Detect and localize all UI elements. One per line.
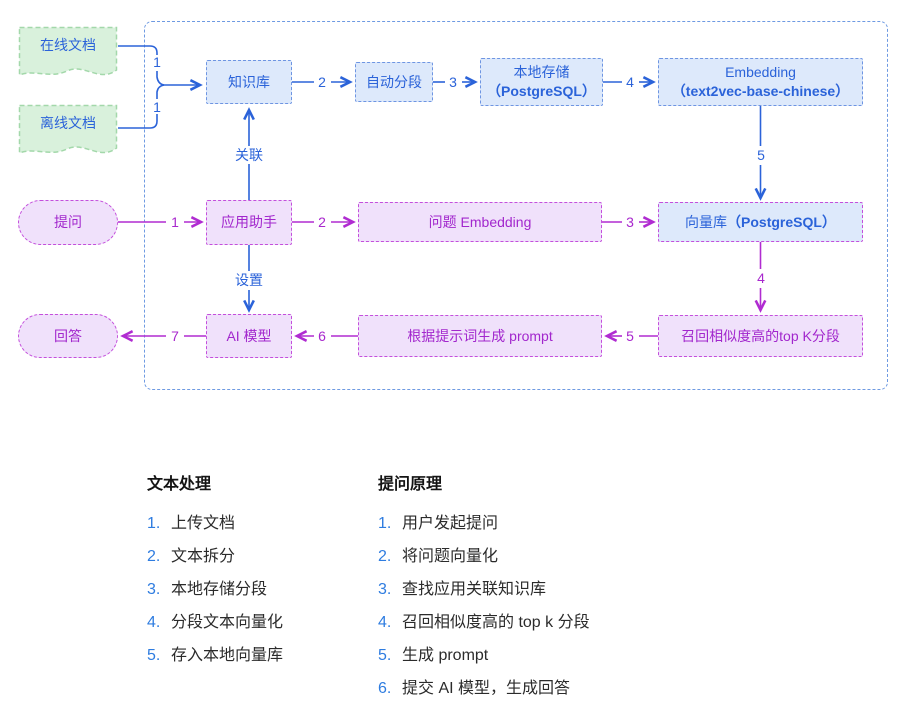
local-storage-node: 本地存储 （PostgreSQL） [480,58,603,106]
edge-label-q5: 5 [626,328,634,344]
list-item: 2. 文本拆分 [147,547,357,566]
document-shape-icon [18,26,118,77]
item-number: 4. [378,614,392,631]
offline-doc-node: 离线文档 [18,104,118,164]
list-item: 6. 提交 AI 模型，生成回答 [378,679,678,698]
text-processing-list: 文本处理 1. 上传文档 2. 文本拆分 3. 本地存储分段 4. 分段文本向量… [147,470,357,679]
edge-label-q6: 6 [318,328,326,344]
recall-topk-node: 召回相似度高的top K分段 [658,315,863,357]
auto-segment-node: 自动分段 [355,62,433,102]
embedding-line2: （text2vec-base-chinese） [671,83,850,99]
edge-label-q3: 3 [626,214,634,230]
item-text: 上传文档 [171,515,236,532]
local-storage-line1: 本地存储 [513,64,570,81]
edge-label-offline-1: 1 [153,99,161,115]
item-number: 3. [378,581,392,598]
online-doc-node: 在线文档 [18,26,118,86]
list-item: 4. 分段文本向量化 [147,613,357,632]
item-number: 4. [147,614,161,631]
item-text: 将问题向量化 [402,548,499,565]
knowledge-base-node: 知识库 [206,60,292,104]
question-principle-list: 提问原理 1. 用户发起提问 2. 将问题向量化 3. 查找应用关联知识库 4.… [378,470,678,712]
edge-label-q7: 7 [171,328,179,344]
item-text: 提交 AI 模型，生成回答 [402,680,571,697]
edge-label-4: 4 [626,74,634,90]
embedding-line1: Embedding [725,64,796,81]
vector-db-node: 向量库 （PostgreSQL） [658,202,863,242]
item-text: 生成 prompt [402,647,489,664]
list-item: 4. 召回相似度高的 top k 分段 [378,613,678,632]
document-shape-icon [18,104,118,155]
generate-prompt-node: 根据提示词生成 prompt [358,315,602,357]
local-storage-line2: （PostgreSQL） [487,83,596,99]
app-assistant-node: 应用助手 [206,200,292,245]
edge-label-q1: 1 [171,214,179,230]
item-number: 6. [378,680,392,697]
ai-model-node: AI 模型 [206,314,292,358]
list-item: 3. 查找应用关联知识库 [378,580,678,599]
list-item: 2. 将问题向量化 [378,547,678,566]
item-number: 5. [147,647,161,664]
edge-label-settings: 设置 [235,272,263,288]
embedding-model-node: Embedding （text2vec-base-chinese） [658,58,863,106]
flow-boundary-box [144,21,888,390]
item-text: 召回相似度高的 top k 分段 [402,614,590,631]
question-embedding-node: 问题 Embedding [358,202,602,242]
answer-node: 回答 [18,314,118,358]
item-number: 1. [378,515,392,532]
list-item: 1. 上传文档 [147,514,357,533]
edge-label-relation: 关联 [235,147,263,163]
question-principle-title: 提问原理 [378,476,443,493]
item-number: 2. [147,548,161,565]
offline-doc-label: 离线文档 [40,115,96,131]
question-node: 提问 [18,200,118,245]
list-item: 1. 用户发起提问 [378,514,678,533]
online-doc-label: 在线文档 [40,37,96,53]
text-processing-title: 文本处理 [147,476,212,493]
item-text: 查找应用关联知识库 [402,581,547,598]
item-number: 5. [378,647,392,664]
item-text: 存入本地向量库 [171,647,284,664]
edge-label-online-1: 1 [153,54,161,70]
item-text: 用户发起提问 [402,515,499,532]
edge-label-2: 2 [318,74,326,90]
list-item: 3. 本地存储分段 [147,580,357,599]
item-text: 本地存储分段 [171,581,268,598]
item-number: 3. [147,581,161,598]
item-number: 1. [147,515,161,532]
edge-label-3: 3 [449,74,457,90]
list-item: 5. 生成 prompt [378,646,678,665]
edge-label-q4: 4 [757,270,765,286]
edge-label-5-blue: 5 [757,147,765,163]
vector-db-engine: （PostgreSQL） [727,213,836,230]
item-number: 2. [378,548,392,565]
list-item: 5. 存入本地向量库 [147,646,357,665]
item-text: 分段文本向量化 [171,614,284,631]
item-text: 文本拆分 [171,548,236,565]
edge-label-q2: 2 [318,214,326,230]
vector-db-name: 向量库 [685,213,728,230]
